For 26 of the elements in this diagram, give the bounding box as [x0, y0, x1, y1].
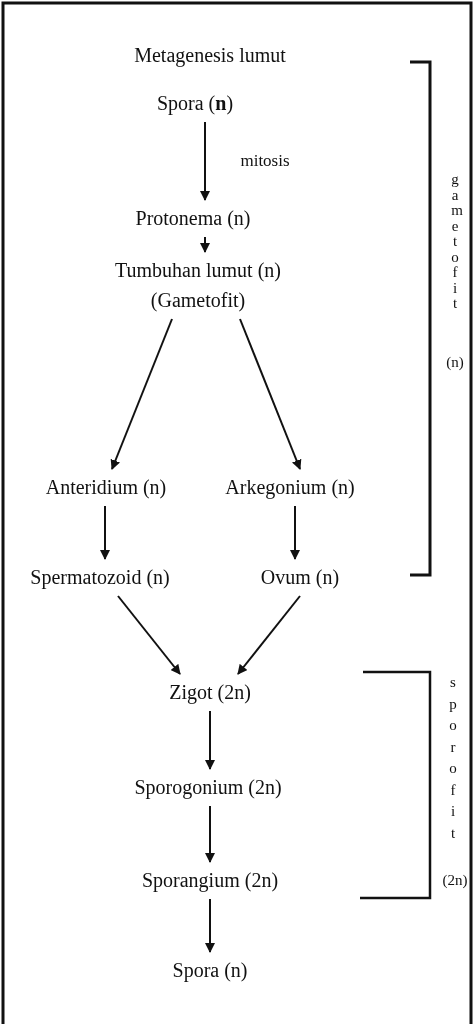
stage-label: Arkegonium (n) [225, 472, 355, 502]
stage-label: Spora (n) [172, 955, 248, 985]
arrow [205, 710, 215, 770]
stage-label: Tumbuhan lumut (n) (Gametofit) [103, 255, 293, 315]
arrow [205, 898, 215, 953]
arrow [117, 595, 181, 675]
ploidy-label: (n) [446, 353, 464, 372]
stage-label: Anteridium (n) [45, 472, 167, 502]
arrow [237, 595, 301, 675]
arrow [100, 505, 110, 560]
stage-label: Protonema (n) [135, 203, 251, 233]
stage-label: Zigot (2n) [169, 677, 251, 707]
arrow [205, 805, 215, 863]
arrow [110, 318, 173, 470]
stage-label: Spora (n) [156, 88, 234, 118]
arrow [239, 318, 302, 470]
stage-label: Sporogonium (2n) [134, 772, 282, 802]
arrow [200, 236, 210, 253]
arrow [200, 121, 210, 201]
bracket-label: sporofit [449, 673, 457, 843]
stage-label: Spermatozoid (n) [30, 562, 170, 592]
arrow [290, 505, 300, 560]
diagram-title: Metagenesis lumut [134, 43, 286, 69]
stage-label: Ovum (n) [260, 562, 340, 592]
ploidy-label: (2n) [442, 871, 468, 890]
stage-label: Sporangium (2n) [141, 865, 279, 895]
